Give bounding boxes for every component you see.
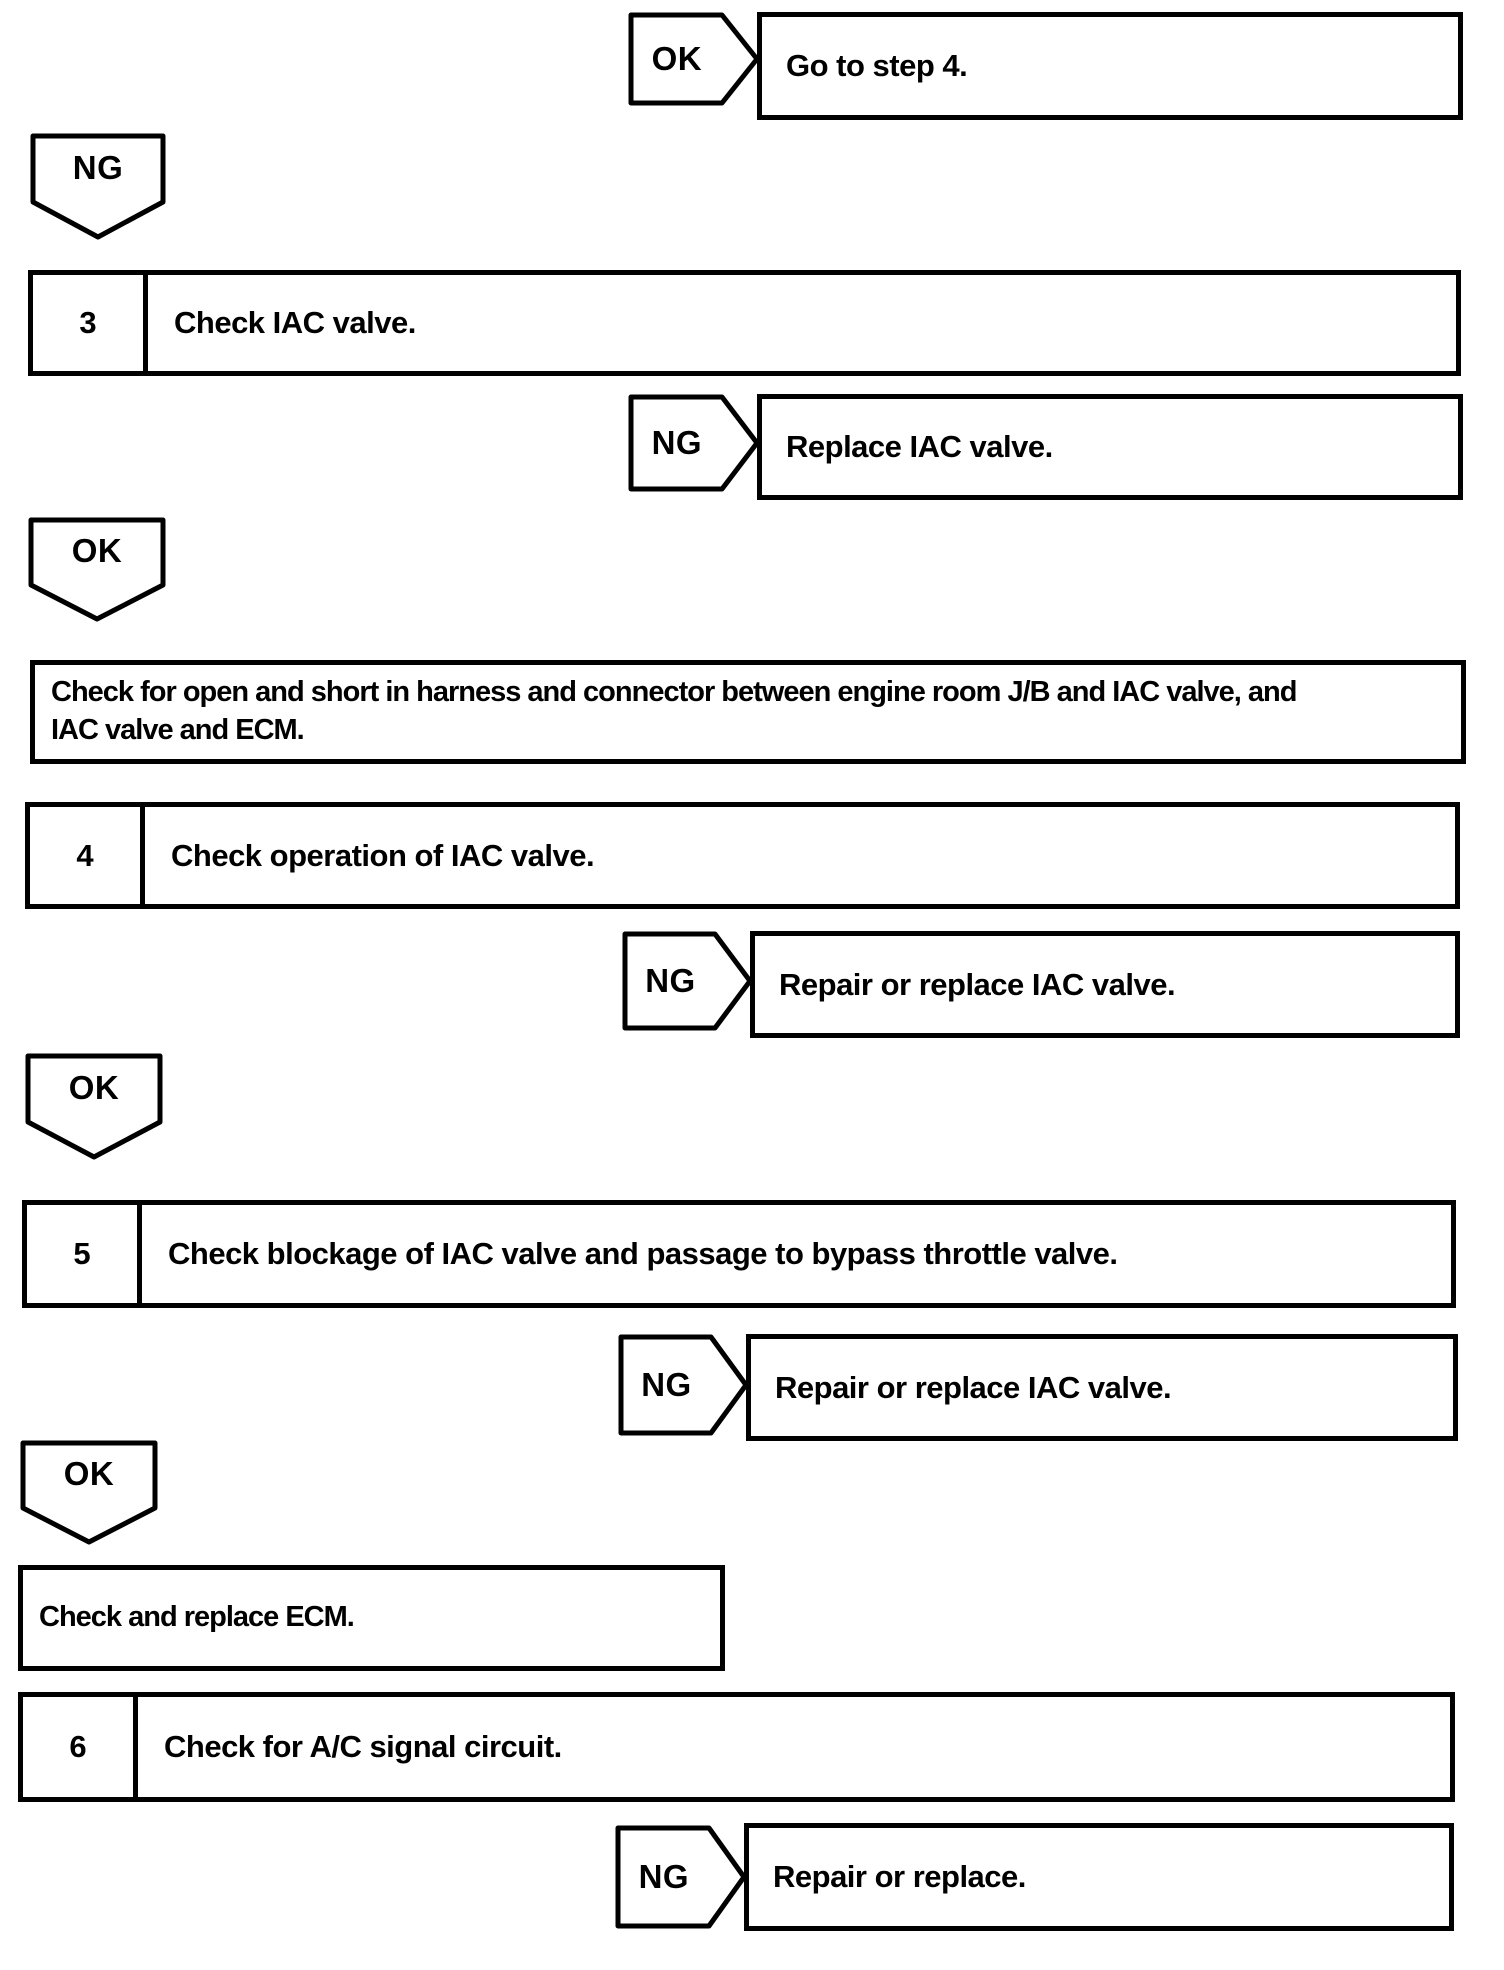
ng-branch-pentagon-step6: NG [615,1825,747,1929]
pentagon-down-icon [25,1053,163,1160]
connector-label: NG [72,148,124,186]
step-5-number: 5 [27,1205,142,1303]
result-text: Repair or replace IAC valve. [779,966,1176,1002]
action-box-check-and-replace-ecm: Check and replace ECM. [18,1565,725,1671]
connector-label: OK [68,1068,120,1106]
result-box-replace-iac-valve: Replace IAC valve. [757,394,1463,500]
action-text: Check and replace ECM. [39,1601,355,1634]
ng-connector-pentagon: NG [30,133,166,241]
step-6-number: 6 [23,1697,138,1797]
step-3-box: 3 Check IAC valve. [28,270,1461,376]
pentagon-right-icon [618,1334,749,1436]
pentagon-right-icon [622,931,753,1031]
action-text: Check for open and short in harness and … [51,676,1297,746]
ng-branch-pentagon-step5: NG [618,1334,749,1436]
branch-label: NG [638,1858,690,1895]
pentagon-right-icon [628,394,760,492]
ng-branch-pentagon-step4: NG [622,931,753,1031]
step-3-number: 3 [33,275,148,371]
ok-connector-pentagon-2: OK [25,1053,163,1161]
result-box-repair-or-replace-iac-valve-2: Repair or replace IAC valve. [746,1334,1458,1441]
step-6-box: 6 Check for A/C signal circuit. [18,1692,1455,1802]
step-4-box: 4 Check operation of IAC valve. [25,802,1460,909]
pentagon-down-icon [28,517,166,622]
step-5-box: 5 Check blockage of IAC valve and passag… [22,1200,1456,1308]
action-box-check-harness: Check for open and short in harness and … [30,660,1466,764]
branch-label: NG [645,962,696,999]
result-text: Repair or replace IAC valve. [775,1369,1172,1405]
ok-connector-pentagon-1: OK [28,517,166,623]
step-4-number: 4 [30,807,145,904]
ok-branch-pentagon: OK [628,12,760,106]
pentagon-down-icon [30,133,166,240]
branch-label: NG [651,424,703,461]
result-box-repair-or-replace: Repair or replace. [744,1823,1454,1931]
connector-label: OK [63,1454,115,1492]
connector-label: OK [71,531,123,569]
step-3-title: Check IAC valve. [174,305,416,340]
pentagon-down-icon [20,1440,158,1545]
result-text: Repair or replace. [773,1859,1026,1894]
result-box-go-to-step-4: Go to step 4. [757,12,1463,120]
branch-label: NG [641,1366,692,1403]
step-4-title: Check operation of IAC valve. [171,837,595,873]
result-box-repair-or-replace-iac-valve-1: Repair or replace IAC valve. [750,931,1460,1038]
step-5-title: Check blockage of IAC valve and passage … [168,1236,1118,1271]
step-6-title: Check for A/C signal circuit. [164,1729,562,1764]
ok-connector-pentagon-3: OK [20,1440,158,1546]
pentagon-right-icon [615,1825,747,1929]
pentagon-right-icon [628,12,760,106]
ng-branch-pentagon-step3: NG [628,394,760,492]
result-text: Replace IAC valve. [786,429,1053,464]
result-text: Go to step 4. [786,48,968,83]
branch-label: OK [651,40,703,77]
